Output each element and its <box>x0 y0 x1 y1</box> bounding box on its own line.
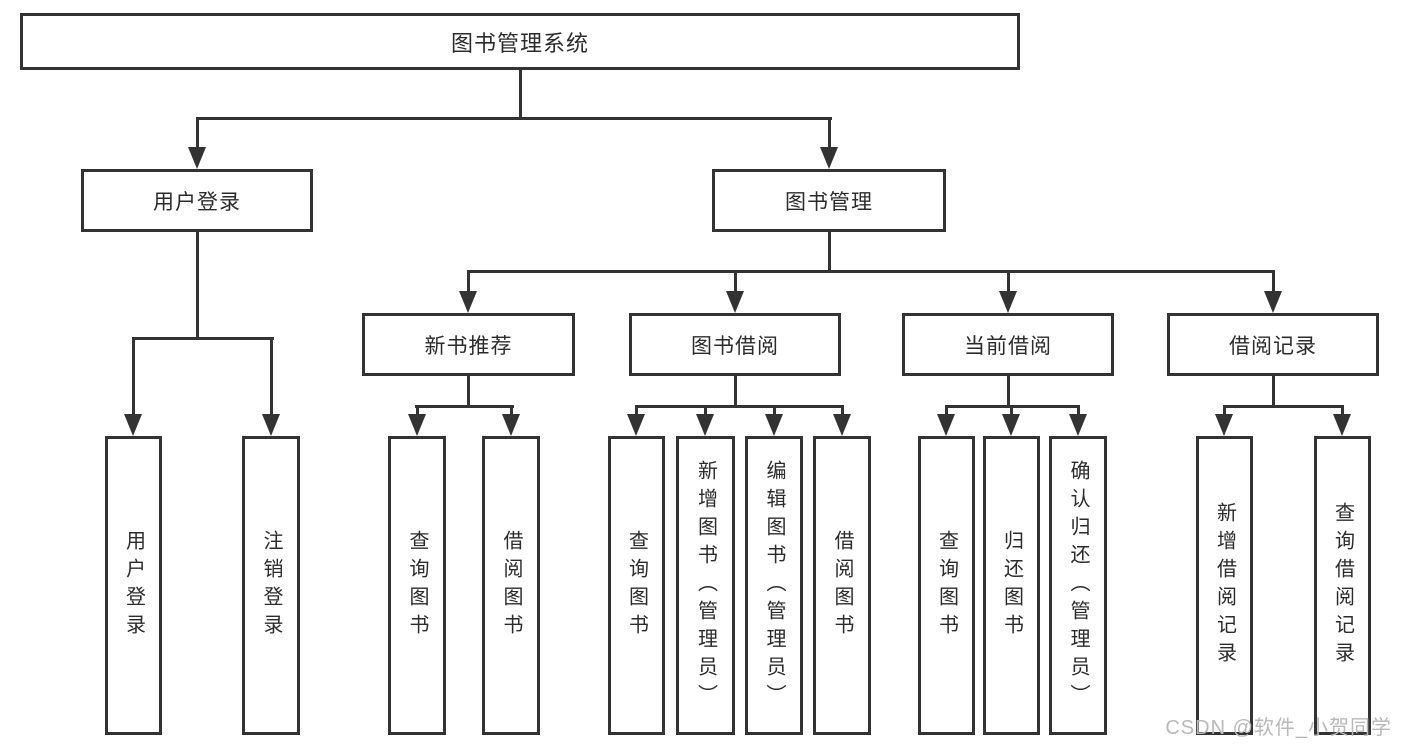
connector-line <box>1007 376 1010 408</box>
connector-line <box>828 117 831 149</box>
node-new-book-recommend: 新书推荐 <box>362 313 575 376</box>
leaf-bb-borrow-book: 借阅图书 <box>813 436 871 735</box>
node-book-borrow: 图书借阅 <box>629 313 841 376</box>
connector-line <box>841 405 844 416</box>
connector-line <box>270 337 273 416</box>
connector-line <box>467 270 470 293</box>
node-borrow-record: 借阅记录 <box>1167 313 1379 376</box>
arrowhead <box>627 414 645 436</box>
connector-line <box>510 405 513 416</box>
leaf-bb-edit-book-admin: 编辑图书（管理员） <box>745 436 803 735</box>
leaf-bb-query-book: 查询图书 <box>608 436 665 735</box>
arrowhead <box>765 414 783 436</box>
arrowhead <box>408 414 426 436</box>
connector-line <box>467 376 470 408</box>
arrowhead <box>502 414 520 436</box>
connector-line <box>635 405 638 416</box>
arrowhead <box>1264 291 1282 313</box>
leaf-nbr-borrow-book: 借阅图书 <box>482 436 540 735</box>
node-book-management: 图书管理 <box>712 169 946 232</box>
connector-line <box>467 270 1275 273</box>
connector-line <box>734 270 737 293</box>
connector-line <box>1077 405 1080 416</box>
connector-line <box>945 405 948 416</box>
connector-line <box>1272 376 1275 408</box>
connector-line <box>1223 405 1226 416</box>
node-library-system: 图书管理系统 <box>20 13 1020 70</box>
connector-line <box>704 405 707 416</box>
connector-line <box>828 232 831 273</box>
connector-line <box>1272 270 1275 293</box>
arrowhead <box>459 291 477 313</box>
leaf-br-add-record: 新增借阅记录 <box>1196 436 1253 735</box>
arrowhead <box>1215 414 1233 436</box>
connector-line <box>773 405 776 416</box>
connector-line <box>196 117 199 149</box>
leaf-cb-confirm-return-admin: 确认归还（管理员） <box>1049 436 1107 735</box>
arrowhead <box>124 414 142 436</box>
node-user-login: 用户登录 <box>81 169 313 232</box>
connector-line <box>416 405 419 416</box>
arrowhead <box>937 414 955 436</box>
arrowhead <box>1333 414 1351 436</box>
connector-line <box>132 337 274 340</box>
leaf-bb-add-book-admin: 新增图书（管理员） <box>676 436 735 735</box>
leaf-user-login: 用户登录 <box>105 436 162 735</box>
leaf-cb-return-book: 归还图书 <box>983 436 1040 735</box>
connector-line <box>734 376 737 408</box>
arrowhead <box>1002 414 1020 436</box>
connector-line <box>1010 405 1013 416</box>
connector-line <box>196 232 199 340</box>
connector-line <box>1223 405 1344 408</box>
leaf-cb-query-book: 查询图书 <box>918 436 975 735</box>
connector-line <box>196 117 832 120</box>
leaf-logout: 注销登录 <box>242 436 300 735</box>
node-current-borrow: 当前借阅 <box>902 313 1114 376</box>
arrowhead <box>1069 414 1087 436</box>
arrowhead <box>262 414 280 436</box>
connector-line <box>1007 270 1010 293</box>
connector-line <box>1341 405 1344 416</box>
csdn-watermark: CSDN @软件_小贺同学 <box>1165 717 1392 739</box>
leaf-br-query-record: 查询借阅记录 <box>1314 436 1371 735</box>
leaf-nbr-query-book: 查询图书 <box>388 436 446 735</box>
arrowhead <box>833 414 851 436</box>
arrowhead <box>696 414 714 436</box>
connector-line <box>635 405 844 408</box>
arrowhead <box>999 291 1017 313</box>
connector-line <box>415 405 514 408</box>
connector-line <box>132 337 135 416</box>
arrowhead <box>188 147 206 169</box>
arrowhead <box>820 147 838 169</box>
arrowhead <box>726 291 744 313</box>
connector-line <box>519 69 522 120</box>
